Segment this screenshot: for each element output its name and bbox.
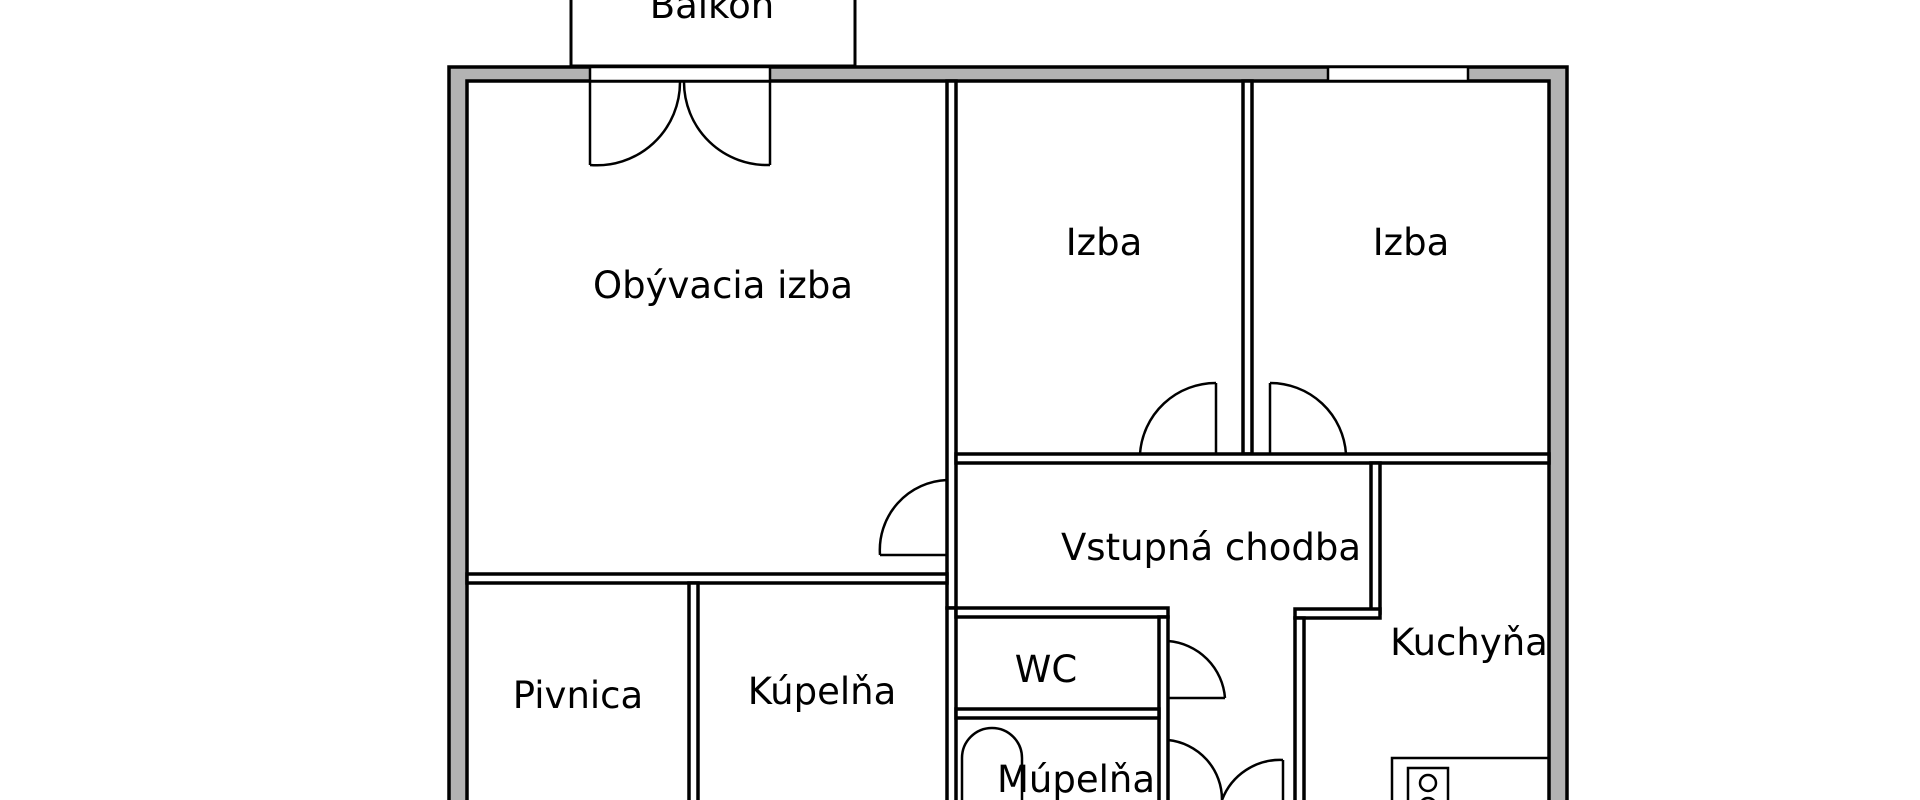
living-room-door	[878, 478, 948, 557]
label-balcony: Balkón	[650, 0, 775, 27]
wall-bedroom-bedroom	[1241, 79, 1254, 456]
label-small-bathroom: Múpelňa	[997, 758, 1155, 800]
label-bedroom-1: Izba	[1066, 221, 1143, 264]
bathtub	[960, 726, 1024, 800]
bedroom-2-door	[1268, 381, 1348, 455]
balcony-outline	[569, 0, 857, 68]
label-bathroom: Kúpelňa	[748, 670, 897, 713]
wall-bathroom-wc	[945, 606, 958, 800]
kitchen-counter	[1390, 756, 1551, 800]
wall-hallway-kitchen	[1369, 461, 1382, 615]
window-bedroom-2	[1326, 65, 1470, 83]
hallway-lower-door	[1220, 758, 1285, 800]
label-kitchen: Kuchyňa	[1390, 621, 1548, 664]
balcony	[569, 0, 857, 68]
label-wc: WC	[1015, 648, 1077, 691]
wall-wc-smallbath	[954, 707, 1161, 720]
wall-kitchen-lower	[1293, 616, 1306, 800]
balcony-door-opening	[588, 65, 772, 83]
room-labels: Balkón Obývacia izba Izba Izba Vstupná c…	[513, 0, 1548, 800]
stove	[1406, 766, 1450, 800]
wall-living-bedroom	[945, 79, 958, 610]
label-bedroom-2: Izba	[1373, 221, 1450, 264]
interior-walls	[465, 79, 1551, 800]
doors	[588, 81, 1348, 800]
wall-bedrooms-hallway	[954, 452, 1551, 465]
windows	[588, 65, 1470, 83]
wall-living-lower	[465, 572, 949, 585]
label-living-room: Obývacia izba	[593, 264, 853, 307]
small-bathroom-door	[1167, 738, 1224, 800]
label-hallway: Vstupná chodba	[1061, 526, 1361, 569]
balcony-double-door	[588, 81, 772, 167]
stove-burner-2	[1420, 796, 1436, 800]
label-cellar: Pivnica	[513, 674, 643, 717]
wc-door	[1167, 639, 1227, 700]
stove-burner-1	[1418, 773, 1438, 793]
bedroom-1-door	[1138, 381, 1218, 455]
wall-cellar-bathroom	[687, 581, 700, 800]
wall-wc-top	[954, 606, 1170, 619]
wall-kitchen-step	[1293, 607, 1382, 620]
fixtures	[960, 726, 1551, 800]
